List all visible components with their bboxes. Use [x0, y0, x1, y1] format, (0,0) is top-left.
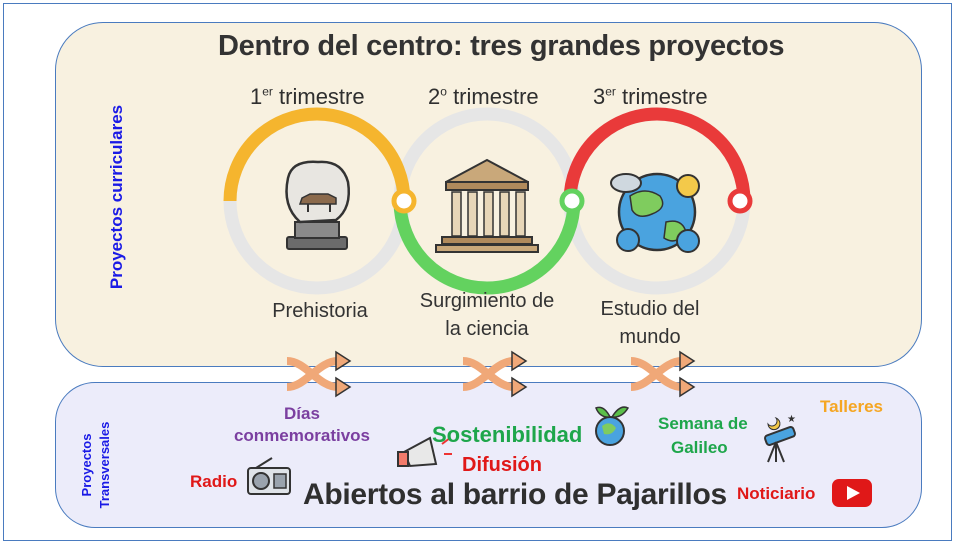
outer-frame	[3, 3, 952, 541]
shuffle-icon-3	[630, 350, 696, 398]
noticiario-label: Noticiario	[737, 484, 816, 503]
greek-temple-icon	[435, 158, 539, 253]
talleres-label: Talleres	[820, 397, 884, 416]
trimester-3-label: 3er trimestre	[593, 84, 708, 109]
arc-prehistoria	[223, 107, 411, 202]
semana-line1: Semana de	[658, 414, 748, 433]
arc-ciencia	[393, 200, 581, 295]
semana-line2: Galileo	[671, 438, 728, 457]
knob-3	[727, 188, 753, 214]
knob-2	[559, 188, 585, 214]
shuffle-icon-1	[286, 350, 352, 398]
megaphone-icon	[397, 436, 452, 468]
telescope-icon: ★	[764, 414, 796, 463]
project-ciencia-line2: la ciencia	[445, 318, 529, 340]
earth-weather-icon	[610, 172, 700, 253]
difusion-label: Difusión	[462, 454, 542, 476]
trimester-2-label: 2o trimestre	[428, 84, 539, 109]
project-prehistoria: Prehistoria	[272, 300, 368, 322]
transversal-panel	[55, 382, 922, 528]
arc-mundo	[563, 107, 751, 202]
page-title: Dentro del centro: tres grandes proyecto…	[218, 30, 785, 62]
project-ciencia-line1: Surgimiento de	[419, 290, 555, 312]
dias-line2: conmemorativos	[233, 426, 371, 445]
youtube-icon[interactable]	[832, 479, 872, 507]
dias-line1: Días	[284, 404, 320, 423]
footer-title: Abiertos al barrio de Pajarillos	[303, 478, 727, 511]
project-mundo-line1: Estudio del	[600, 298, 700, 320]
radio-label: Radio	[190, 472, 238, 491]
radio-icon	[247, 457, 291, 495]
curricular-side-label: Proyectos curriculares	[107, 104, 126, 290]
earth-plant-icon	[595, 406, 630, 446]
knob-1	[391, 188, 417, 214]
curricular-panel	[55, 22, 922, 367]
shuffle-icon-2	[462, 350, 528, 398]
svg-text:★: ★	[787, 414, 796, 425]
stone-tablet-icon	[285, 160, 350, 250]
trimester-1-label: 1er trimestre	[250, 84, 365, 109]
sostenibilidad-label: Sostenibilidad	[432, 422, 583, 447]
project-mundo-line2: mundo	[619, 326, 681, 348]
